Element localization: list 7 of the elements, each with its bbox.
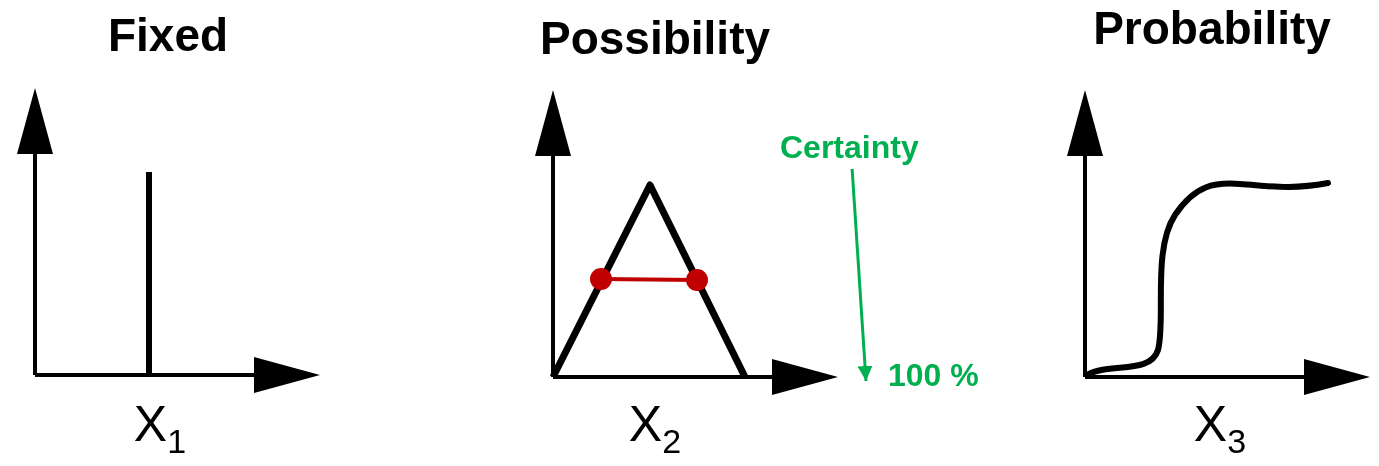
annotation-text: Certainty — [780, 129, 919, 165]
axis-label: X$_{2}$ — [628, 398, 682, 458]
axis-label: X$_{1}$ — [133, 398, 187, 458]
annotation-text: 100 % — [888, 357, 979, 393]
plot-title: Fixed — [107, 12, 229, 58]
arrow — [850, 168, 873, 382]
axis-label: X$_{3}$ — [1193, 398, 1247, 458]
